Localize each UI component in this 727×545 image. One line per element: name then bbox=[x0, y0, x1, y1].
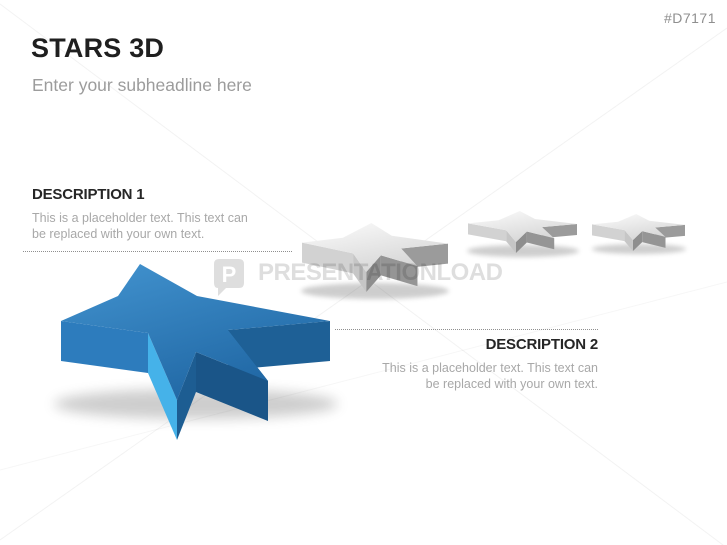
slide-title: STARS 3D bbox=[31, 33, 165, 63]
description-2-body-line1: This is a placeholder text. This text ca… bbox=[382, 361, 598, 375]
description-2-dotted-divider bbox=[335, 329, 598, 330]
description-1-block: DESCRIPTION 1 This is a placeholder text… bbox=[32, 186, 302, 242]
description-1-dotted-divider bbox=[23, 251, 292, 252]
star-gray-1 bbox=[301, 223, 449, 299]
description-1-body-line1: This is a placeholder text. This text ca… bbox=[32, 211, 248, 225]
star-gray-2 bbox=[467, 211, 579, 257]
description-1-body-line2: be replaced with your own text. bbox=[32, 226, 205, 241]
description-2-body-line2: be replaced with your own text. bbox=[425, 376, 598, 391]
description-1-heading: DESCRIPTION 1 bbox=[32, 186, 145, 203]
product-code: #D7171 bbox=[663, 10, 716, 26]
description-2-block: DESCRIPTION 2 This is a placeholder text… bbox=[335, 336, 598, 392]
subheadline-placeholder: Enter your subheadline here bbox=[32, 75, 252, 95]
star-gray-3 bbox=[592, 214, 686, 254]
star-blue bbox=[54, 264, 338, 440]
description-1-body: This is a placeholder text. This text ca… bbox=[32, 211, 302, 242]
description-2-body: This is a placeholder text. This text ca… bbox=[335, 361, 598, 392]
description-2-heading: DESCRIPTION 2 bbox=[485, 336, 599, 353]
